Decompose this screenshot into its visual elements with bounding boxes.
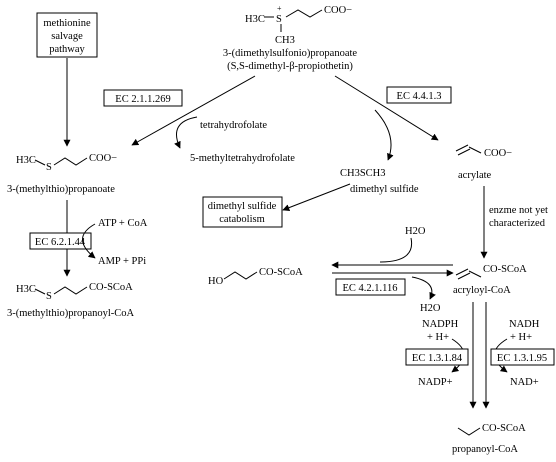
mtpcoa-bond-c-s — [34, 288, 46, 295]
thf-label: tetrahydrofolate — [200, 120, 267, 131]
propanoyl-coa-structure: CO-SCoA — [457, 423, 526, 436]
acryloyl-double-bond-a — [455, 268, 469, 276]
mtpcoa-structure: H3C S CO-SCoA — [16, 282, 133, 302]
nadph-line-2: + H+ — [427, 332, 449, 343]
acrylate-structure: COO− — [455, 144, 512, 159]
arrow-water-in — [379, 237, 413, 263]
dmsp-structure: H3C S + CH3 COO− 3-(dimethylsulfonio)pro… — [223, 4, 357, 72]
mtp-structure: H3C S COO− — [16, 153, 117, 173]
ec-4-2-1-116-label: EC 4.2.1.116 — [342, 283, 397, 294]
dmsp-name-line-2: (S,S-dimethyl-β-propiothetin) — [227, 61, 353, 72]
dmsp-coo: COO− — [324, 5, 352, 16]
arrow-dmsp-to-mtp — [131, 75, 256, 146]
arrow-thf-cofactor — [174, 116, 198, 149]
methionine-line-3: pathway — [49, 44, 85, 55]
arrow-dmsp-to-acrylate — [334, 75, 439, 141]
nad-label: NAD+ — [510, 377, 539, 388]
atp-coa-label: ATP + CoA — [98, 218, 148, 229]
ec-2-1-1-269-box: EC 2.1.1.269 — [103, 89, 183, 107]
acrylate-coo: COO− — [484, 148, 512, 159]
mtp-chain — [53, 157, 88, 166]
acryloyl-coa-coscoa: CO-SCoA — [483, 264, 527, 275]
ec-4-4-1-3-box: EC 4.4.1.3 — [386, 86, 452, 104]
dmsp-name-line-1: 3-(dimethylsulfonio)propanoate — [223, 48, 357, 59]
mtp-coo: COO− — [89, 153, 117, 164]
methionine-salvage-box: methionine salvage pathway — [36, 12, 98, 58]
acryloyl-coa-structure: CO-SCoA — [455, 264, 527, 280]
nadph-line-1: NADPH — [422, 319, 459, 330]
hydroxypropanoyl-coa-structure: HO CO-SCoA — [208, 267, 303, 287]
acrylate-single-bond — [468, 146, 482, 154]
arrow-atp-cofactor — [82, 223, 96, 259]
methionine-line-1: methionine — [43, 18, 91, 29]
amp-ppi-label: AMP + PPi — [98, 256, 146, 267]
ec-4-2-1-116-box: EC 4.2.1.116 — [335, 278, 406, 296]
uncharacterized-line-2: characterized — [489, 218, 546, 229]
dms-catabolism-line-2: catabolism — [219, 214, 265, 225]
methionine-line-2: salvage — [51, 31, 83, 42]
acryloyl-coa-name: acryloyl-CoA — [453, 285, 511, 296]
mtp-h3c: H3C — [16, 155, 36, 166]
nadh-line-2: + H+ — [510, 332, 532, 343]
dms-name: dimethyl sulfide — [350, 184, 419, 195]
dmsp-ch3: CH3 — [275, 35, 295, 46]
dmsp-s-charge: + — [277, 4, 282, 13]
water-in-label: H2O — [405, 226, 426, 237]
ec-1-3-1-95-box: EC 1.3.1.95 — [490, 348, 555, 366]
acrylate-name: acrylate — [458, 170, 492, 181]
arrow-water-out — [411, 276, 436, 300]
hpcoa-ho: HO — [208, 276, 224, 287]
acryloyl-double-bond-b — [457, 272, 471, 280]
mtpcoa-name: 3-(methylthio)propanoyl-CoA — [7, 308, 135, 319]
dms-catabolism-box: dimethyl sulfide catabolism — [202, 196, 283, 228]
dmsp-s: S — [276, 14, 282, 25]
arrow-dms-release — [374, 109, 394, 161]
ec-2-1-1-269-label: EC 2.1.1.269 — [115, 94, 170, 105]
mtp-bond-c-s — [34, 159, 46, 166]
nadh-line-1: NADH — [509, 319, 540, 330]
arrow-dms-to-catabolism — [282, 183, 351, 211]
ec-4-4-1-3-label: EC 4.4.1.3 — [397, 91, 442, 102]
ec-6-2-1-44-label: EC 6.2.1.44 — [35, 237, 86, 248]
hpcoa-coscoa: CO-SCoA — [259, 267, 303, 278]
uncharacterized-line-1: enzme not yet — [489, 205, 548, 216]
acrylate-double-bond-a — [455, 144, 469, 152]
ec-1-3-1-84-label: EC 1.3.1.84 — [412, 353, 463, 364]
dms-catabolism-line-1: dimethyl sulfide — [208, 201, 277, 212]
water-out-label: H2O — [420, 303, 441, 314]
methyl-thf-label: 5-methyltetrahydrofolate — [190, 153, 295, 164]
dmsp-chain — [285, 9, 323, 18]
ec-1-3-1-84-box: EC 1.3.1.84 — [405, 348, 469, 366]
mtpcoa-chain — [53, 286, 88, 295]
propanoyl-coa-name: propanoyl-CoA — [452, 444, 518, 455]
mtpcoa-coscoa: CO-SCoA — [89, 282, 133, 293]
propanoyl-coa-coscoa: CO-SCoA — [482, 423, 526, 434]
mtp-s: S — [46, 162, 52, 173]
mtp-name: 3-(methylthio)propanoate — [7, 184, 115, 195]
nadp-label: NADP+ — [418, 377, 453, 388]
dmsp-h3c: H3C — [245, 14, 265, 25]
dms-formula: CH3SCH3 — [340, 168, 386, 179]
propanoyl-chain — [457, 427, 481, 436]
ec-1-3-1-95-label: EC 1.3.1.95 — [497, 353, 547, 364]
acrylate-double-bond-b — [457, 148, 471, 156]
hpcoa-chain — [223, 271, 258, 280]
mtpcoa-h3c: H3C — [16, 284, 36, 295]
acryloyl-single-bond — [468, 270, 482, 278]
mtpcoa-s: S — [46, 291, 52, 302]
ec-6-2-1-44-box: EC 6.2.1.44 — [29, 232, 92, 250]
